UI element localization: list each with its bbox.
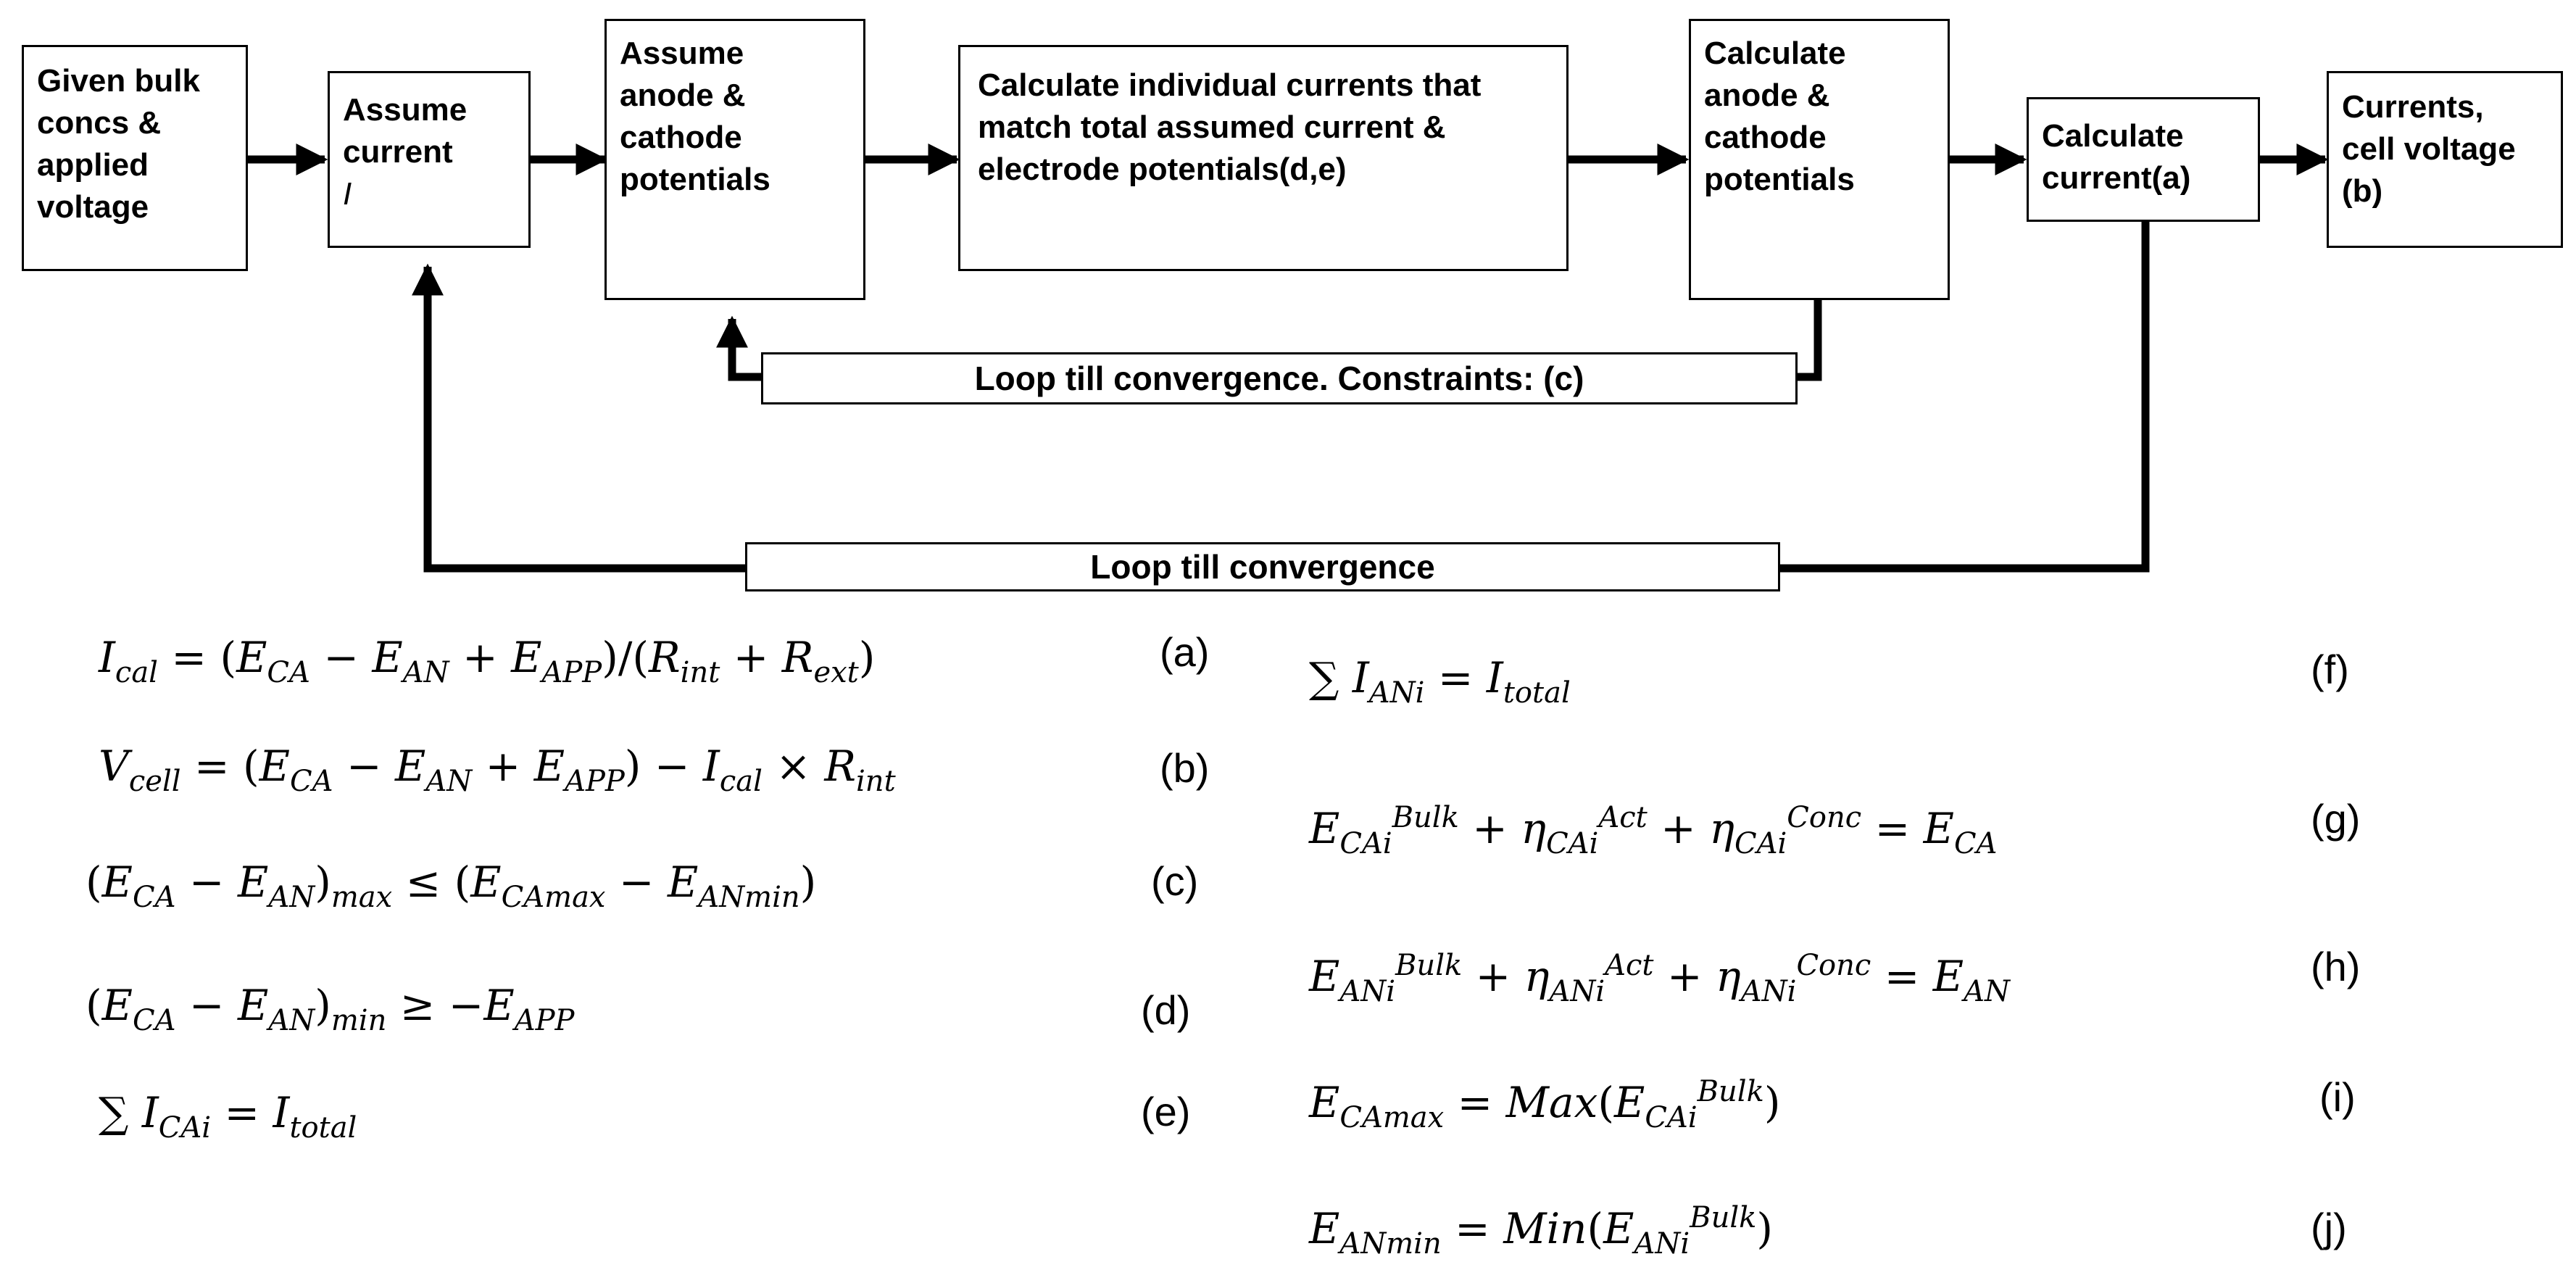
equation-f-tag: (f) — [2311, 647, 2349, 692]
equation-i: ECAmax = Max(ECAiBulk) — [1309, 1075, 1781, 1134]
assume-potentials-line-1: Assume — [620, 36, 744, 71]
equation-j-tag: (j) — [2311, 1205, 2347, 1250]
assume-current-box: Assume current I — [328, 71, 531, 248]
equation-c-tag: (c) — [1151, 858, 1199, 904]
equation-e-tag: (e) — [1141, 1089, 1191, 1134]
assume-potentials-line-3: cathode — [620, 120, 742, 155]
given-line-4: voltage — [37, 189, 149, 225]
assume-potentials-line-4: potentials — [620, 162, 770, 197]
calc-current-box: Calculate current(a) — [2027, 97, 2260, 222]
inner-loop-label: Loop till convergence. Constraints: (c) — [761, 352, 1798, 404]
output-box: Currents, cell voltage (b) — [2327, 71, 2563, 248]
equation-b-tag: (b) — [1160, 745, 1210, 791]
equation-d: (ECA − EAN)min ≥ −EAPP — [86, 981, 575, 1037]
output-line-3: (b) — [2342, 173, 2383, 209]
equation-d-tag: (d) — [1141, 987, 1191, 1033]
equation-e: ∑ ICAi = Itotal — [99, 1088, 357, 1145]
given-line-3: applied — [37, 147, 149, 183]
calc-individual-box: Calculate individual currents that match… — [958, 45, 1569, 271]
outer-loop-label: Loop till convergence — [745, 542, 1780, 591]
equation-h: EANiBulk + ηANiAct + ηANiConc = EAN — [1309, 949, 2011, 1008]
calc-individual-line-1: Calculate individual currents that — [978, 67, 1482, 103]
equation-b: Vcell = (ECA − EAN + EAPP) − Ical × Rint — [99, 742, 896, 798]
given-box: Given bulk concs & applied voltage — [22, 45, 248, 271]
assume-current-line-2: current — [343, 134, 453, 170]
equation-j: EANmin = Min(EANiBulk) — [1309, 1201, 1773, 1261]
equation-a: Ical = (ECA − EAN + EAPP)/(Rint + Rext) — [99, 633, 876, 689]
calc-current-line-1: Calculate — [2042, 118, 2184, 154]
assume-potentials-box: Assume anode & cathode potentials — [604, 19, 865, 300]
calc-current-line-2: current(a) — [2042, 160, 2191, 196]
assume-current-line-1: Assume — [343, 92, 468, 128]
given-line-1: Given bulk — [37, 63, 200, 99]
equation-g-tag: (g) — [2311, 796, 2361, 842]
equation-i-tag: (i) — [2319, 1074, 2356, 1120]
output-line-1: Currents, — [2342, 89, 2484, 125]
given-line-2: concs & — [37, 105, 162, 141]
assume-current-symbol: I — [343, 176, 352, 212]
equation-f: ∑ IANi = Itotal — [1309, 653, 1571, 710]
output-line-2: cell voltage — [2342, 131, 2516, 167]
calc-potentials-line-2: anode & — [1704, 78, 1830, 113]
calc-potentials-line-1: Calculate — [1704, 36, 1846, 71]
calc-individual-line-3: electrode potentials(d,e) — [978, 151, 1347, 187]
equation-g: ECAiBulk + ηCAiAct + ηCAiConc = ECA — [1309, 801, 1998, 860]
calc-potentials-box: Calculate anode & cathode potentials — [1689, 19, 1950, 300]
calc-individual-line-2: match total assumed current & — [978, 109, 1446, 145]
calc-potentials-line-4: potentials — [1704, 162, 1855, 197]
equation-c: (ECA − EAN)max ≤ (ECAmax − EANmin) — [86, 858, 817, 914]
equation-a-tag: (a) — [1160, 629, 1210, 675]
assume-potentials-line-2: anode & — [620, 78, 746, 113]
equation-h-tag: (h) — [2311, 944, 2361, 989]
calc-potentials-line-3: cathode — [1704, 120, 1827, 155]
